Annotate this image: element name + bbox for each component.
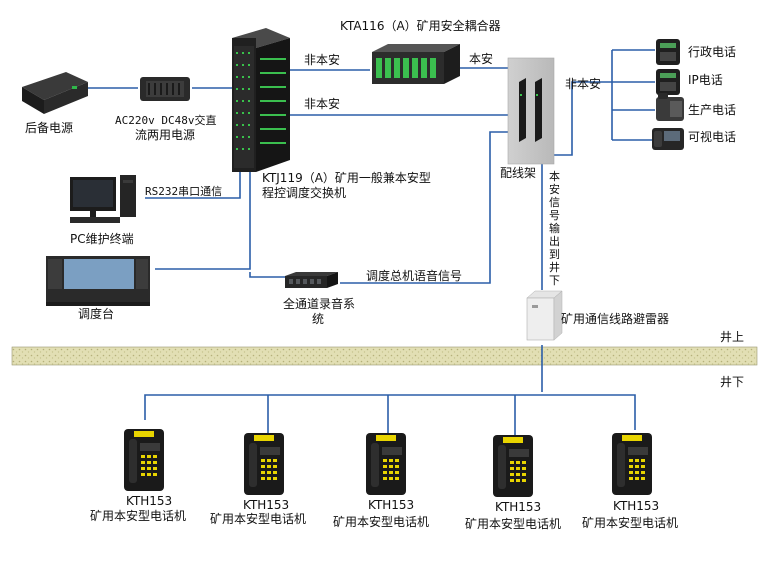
- pc-label: PC维护终端: [70, 231, 134, 246]
- mine-phone-5-model: KTH153: [613, 499, 659, 513]
- mine-phone-2: [244, 433, 284, 495]
- mine-phone-4: [493, 435, 533, 497]
- admin-phone-icon: [656, 39, 680, 65]
- mine-phone-4-name: 矿用本安型电话机: [465, 516, 561, 531]
- mine-phone-2-name: 矿用本安型电话机: [210, 511, 306, 526]
- backup-power-unit: [22, 72, 88, 114]
- backup-power-label: 后备电源: [25, 121, 73, 135]
- mine-phone-1: [124, 429, 164, 491]
- distribution-frame: [507, 57, 555, 165]
- mine-phone-3-name: 矿用本安型电话机: [333, 514, 429, 529]
- mine-phone-3-model: KTH153: [368, 498, 414, 512]
- ip-phone-icon: [656, 69, 680, 95]
- ac-dc-power-supply: [140, 77, 190, 101]
- recording-system: [285, 272, 338, 288]
- production-phone-icon: [656, 93, 684, 121]
- non-intrinsic-label-mid: 非本安: [304, 96, 340, 111]
- distribution-frame-label: 配线架: [500, 166, 536, 180]
- phone-label-video: 可视电话: [688, 129, 736, 144]
- below-ground-label: 井下: [720, 375, 744, 389]
- safety-coupler: [372, 44, 460, 84]
- above-ground-label: 井上: [720, 330, 744, 344]
- pc-terminal: [70, 175, 136, 223]
- rs232-label: RS232串口通信: [145, 185, 222, 198]
- ac-dc-power-label-1: AC220v DC48v交直: [115, 113, 216, 127]
- voice-signal-label: 调度总机语音信号: [366, 268, 462, 283]
- lightning-arrester-label: 矿用通信线路避雷器: [561, 311, 669, 326]
- switch-label-1: KTJ119（A）矿用一般兼本安型: [262, 170, 431, 185]
- signal-output-label: 本安信号输出到井下: [549, 169, 560, 287]
- recorder-label-2: 统: [312, 312, 324, 326]
- dispatch-console-label: 调度台: [78, 306, 114, 321]
- video-phone-icon: [652, 128, 684, 150]
- switch-label-2: 程控调度交换机: [262, 185, 346, 200]
- connection-lines: [88, 49, 655, 435]
- coupler-label: KTA116（A）矿用安全耦合器: [340, 18, 501, 33]
- ac-dc-power-label-2: 流两用电源: [135, 128, 195, 142]
- lightning-arrester: [526, 290, 563, 341]
- mine-phone-1-name: 矿用本安型电话机: [90, 508, 186, 523]
- dispatch-switch-cabinet: [232, 28, 290, 172]
- mine-phone-3: [366, 433, 406, 495]
- phone-label-admin: 行政电话: [688, 45, 736, 59]
- mine-phone-5: [612, 433, 652, 495]
- dispatch-console: [46, 256, 150, 306]
- non-intrinsic-label-right: 非本安: [565, 76, 601, 91]
- mine-phone-4-model: KTH153: [495, 500, 541, 514]
- intrinsic-label: 本安: [469, 51, 493, 66]
- mine-phone-1-model: KTH153: [126, 494, 172, 508]
- mine-phone-2-model: KTH153: [243, 498, 289, 512]
- mine-phone-5-name: 矿用本安型电话机: [582, 515, 678, 530]
- phone-label-production: 生产电话: [688, 103, 736, 117]
- non-intrinsic-label-top: 非本安: [304, 52, 340, 67]
- ground-layer: [11, 346, 758, 366]
- phone-label-ip: IP电话: [688, 73, 723, 87]
- recorder-label-1: 全通道录音系: [283, 296, 355, 311]
